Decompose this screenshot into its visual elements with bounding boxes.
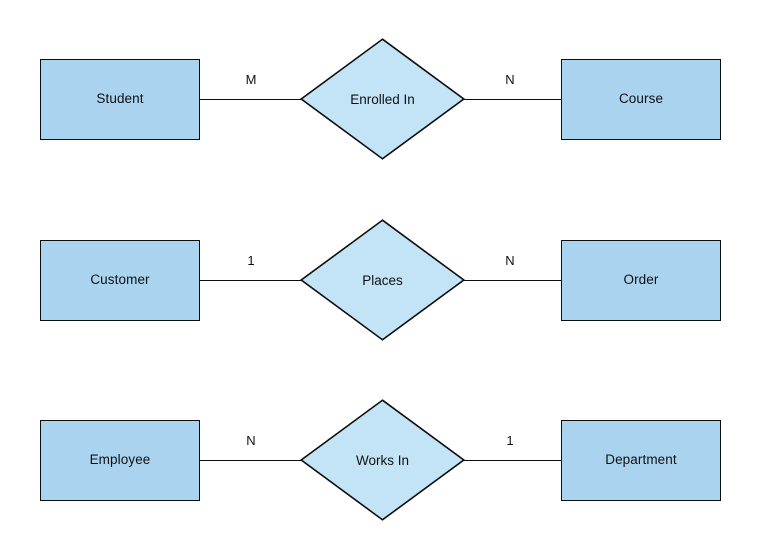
cardinality-label-right: N <box>505 72 515 87</box>
connector-line-right <box>464 460 561 461</box>
relationship-node-works-in[interactable]: Works In <box>300 399 465 521</box>
entity-label: Student <box>96 91 144 107</box>
er-relationship-row: Employee N Works In 1 Department <box>0 371 761 551</box>
entity-node-department[interactable]: Department <box>561 420 721 501</box>
er-relationship-row: Student M Enrolled In N Course <box>0 10 761 190</box>
diamond-shape-icon <box>300 38 465 160</box>
entity-node-student[interactable]: Student <box>40 59 200 140</box>
connector-line-right <box>464 99 561 100</box>
connector-line-left <box>200 99 301 100</box>
entity-label: Employee <box>89 452 151 468</box>
entity-label: Customer <box>90 272 150 288</box>
entity-label: Course <box>618 91 664 107</box>
connector-line-left <box>200 280 301 281</box>
entity-node-order[interactable]: Order <box>561 240 721 321</box>
entity-node-course[interactable]: Course <box>561 59 721 140</box>
diamond-shape-icon <box>300 399 465 521</box>
cardinality-label-left: 1 <box>247 253 255 268</box>
connector-line-left <box>200 460 301 461</box>
cardinality-label-left: N <box>246 433 256 448</box>
relationship-node-places[interactable]: Places <box>300 219 465 341</box>
entity-label: Order <box>623 272 659 288</box>
entity-node-employee[interactable]: Employee <box>40 420 200 501</box>
entity-label: Department <box>605 452 677 468</box>
entity-node-customer[interactable]: Customer <box>40 240 200 321</box>
er-relationship-row: Customer 1 Places N Order <box>0 191 761 371</box>
diamond-shape-icon <box>300 219 465 341</box>
cardinality-label-right: 1 <box>506 433 514 448</box>
connector-line-right <box>464 280 561 281</box>
relationship-node-enrolled-in[interactable]: Enrolled In <box>300 38 465 160</box>
cardinality-label-right: N <box>505 253 515 268</box>
cardinality-label-left: M <box>245 72 257 87</box>
